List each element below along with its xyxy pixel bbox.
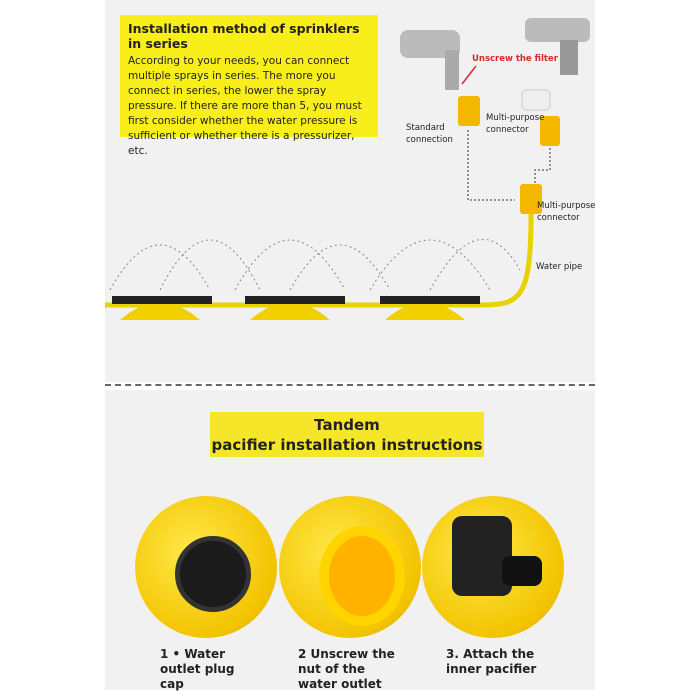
step-1-image <box>135 496 277 638</box>
multi-purpose-connector-label-2: Multi-purpose connector <box>537 201 596 223</box>
step-3-image <box>422 496 564 638</box>
faucet-left-icon <box>400 30 460 90</box>
step-2-image <box>279 496 421 638</box>
arrow-icon <box>461 65 477 85</box>
step-3-label: 3. Attach the inner pacifier <box>446 647 537 676</box>
connector-nut <box>452 516 512 596</box>
multi-purpose-connector-label-1: Multi-purpose connector <box>486 113 545 135</box>
inner-pacifier <box>502 556 542 586</box>
section-divider <box>105 384 595 386</box>
series-info-box: Installation method of sprinklers in ser… <box>120 15 378 157</box>
sprinkler-units <box>112 296 480 320</box>
unscrew-filter-label: Unscrew the filter <box>472 54 558 64</box>
step-2-label: 2 Unscrew the nut of the water outlet <box>298 647 395 691</box>
plug-cap <box>175 536 251 612</box>
multi-connector <box>540 116 560 146</box>
series-info-body: According to your needs, you can connect… <box>128 55 362 157</box>
instructions-title: Tandem pacifier installation instruction… <box>210 412 484 457</box>
sprinkler-series-diagram <box>105 18 590 320</box>
water-pipe <box>105 213 534 308</box>
instructions-title-line1: Tandem <box>314 416 380 434</box>
standard-connection-label: Standard connection <box>406 123 453 145</box>
water-pipe-label: Water pipe <box>536 262 583 272</box>
water-outlet-thread <box>319 526 405 626</box>
instructions-title-line2: pacifier installation instructions <box>211 436 483 454</box>
step-1-label: 1 • Water outlet plug cap <box>160 647 235 691</box>
faucet-right-icon <box>525 18 590 75</box>
series-info-title: Installation method of sprinklers in ser… <box>128 21 360 51</box>
standard-connector <box>458 96 480 126</box>
